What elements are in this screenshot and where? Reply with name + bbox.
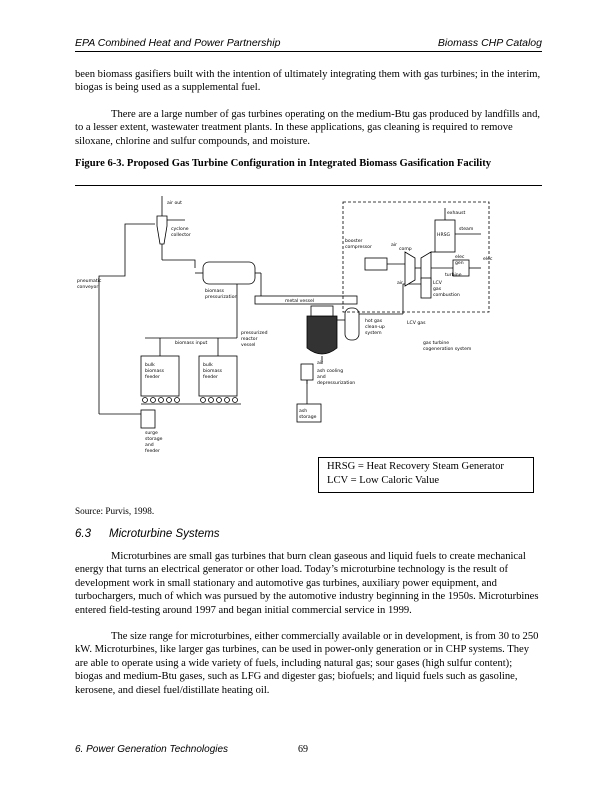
label-metal-vessel: metal vessel [285,298,314,304]
label-ash-storage-2: storage [299,414,317,420]
label-elec-gen-1: elec [455,254,465,260]
label-surge-4: feeder [145,448,160,454]
label-lcv-1: LCV [433,280,443,286]
label-air-out: air out [167,200,182,206]
label-cyclone-2: collector [171,232,191,238]
label-elec-gen-2: gen [455,261,464,266]
legend-line-2: LCV = Low Caloric Value [327,475,440,486]
label-lcv-2: gas [433,287,442,292]
label-cyclone-1: cyclone [171,226,189,232]
label-elec: elec [483,256,493,262]
label-steam: steam [459,226,474,232]
paragraph-3: Microturbines are small gas turbines tha… [75,551,539,616]
paragraph-4: The size range for microturbines, either… [75,631,539,696]
label-surge-3: and [145,442,154,448]
label-hot-gas-2: clean-up [365,324,385,330]
label-biomass-press-2: pressurization [205,294,238,300]
label-ash-cooling-3: depressurization [317,380,355,386]
label-gt-cogen-2: cogeneration system [423,346,472,352]
figure-rule [75,185,542,186]
lcv-gas-combustor [420,277,432,299]
legend-line-1: HRSG = Heat Recovery Steam Generator [327,461,504,472]
compressor [404,251,416,287]
metal-vessel [254,295,358,305]
label-biomass-press-1: biomass [205,288,225,294]
label-bulk-a-3: feeder [145,374,160,380]
label-booster-1: booster [345,238,363,244]
label-pneumatic-2: conveyor [77,284,98,290]
bulk-feeder-a [140,355,180,397]
figure-legend: HRSG = Heat Recovery Steam Generator LCV… [318,457,534,493]
label-bulk-b-1: bulk [203,362,213,368]
paragraph-1: been biomass gasifiers built with the in… [75,69,541,94]
ash-cooling-unit [300,363,314,381]
header-right: Biomass CHP Catalog [437,37,542,49]
label-lcv-gas: LCV gas [407,320,426,326]
label-gt-cogen-1: gas turbine [423,340,449,346]
pressurized-reactor-vessel [306,315,338,355]
section-heading: 6.3 Microturbine Systems [75,528,220,540]
label-surge-2: storage [145,436,163,442]
label-ash-cooling-1: ash cooling [317,368,343,374]
label-bulk-b-3: feeder [203,374,218,380]
cyclone-body [156,215,168,245]
pneumatic-conveyor-line [98,223,155,414]
label-exhaust: exhaust [447,210,465,216]
label-pressurized-1: pressurized [241,330,268,336]
label-biomass-input: biomass input [175,340,208,346]
label-hrsg: HRSG [437,232,451,238]
section-number: 6.3 [75,528,91,540]
ash-storage [296,403,322,423]
label-air-top: air [391,242,397,248]
label-bulk-b-2: biomass [203,368,223,374]
surge-storage [140,409,156,429]
paragraph-2: There are a large number of gas turbines… [75,109,541,147]
label-pressurized-2: reactor [241,336,258,342]
label-air-reactor: air [317,360,323,366]
conveyor-rollers [142,397,238,403]
label-ash-storage-1: ash [299,408,307,414]
page-number: 69 [298,744,308,755]
figure-source: Source: Purvis, 1998. [75,506,155,516]
label-pneumatic-1: pneumatic [77,278,102,284]
booster-compressor [364,257,388,271]
label-pressurized-3: vessel [241,342,255,348]
label-lcv-3: combustion [433,292,460,298]
label-hot-gas-3: system [365,330,382,336]
footer-left: 6. Power Generation Technologies [75,744,229,755]
bulk-feeder-b [198,355,238,397]
label-hot-gas-1: hot gas [365,318,383,324]
label-turbine: turbine [445,272,462,278]
label-comp: comp [399,247,412,252]
label-bulk-a-2: biomass [145,368,165,374]
label-ash-cooling-2: and [317,374,326,380]
figure-title: Figure 6-3. Proposed Gas Turbine Configu… [75,158,492,169]
cogeneration-system-boundary [342,201,490,313]
label-surge-1: surge [145,430,158,436]
label-air-bottom: air [397,280,403,286]
label-bulk-a-1: bulk [145,362,155,368]
biomass-pressurization-vessel [202,261,256,285]
hot-gas-cleanup-vessel [344,307,360,341]
label-booster-2: compressor [345,244,372,250]
header-left: EPA Combined Heat and Power Partnership [75,37,281,49]
page-header: EPA Combined Heat and Power Partnership … [75,37,542,52]
gasification-diagram: air out cyclone collector pneumatic conv… [77,196,493,454]
section-title: Microturbine Systems [109,528,220,540]
